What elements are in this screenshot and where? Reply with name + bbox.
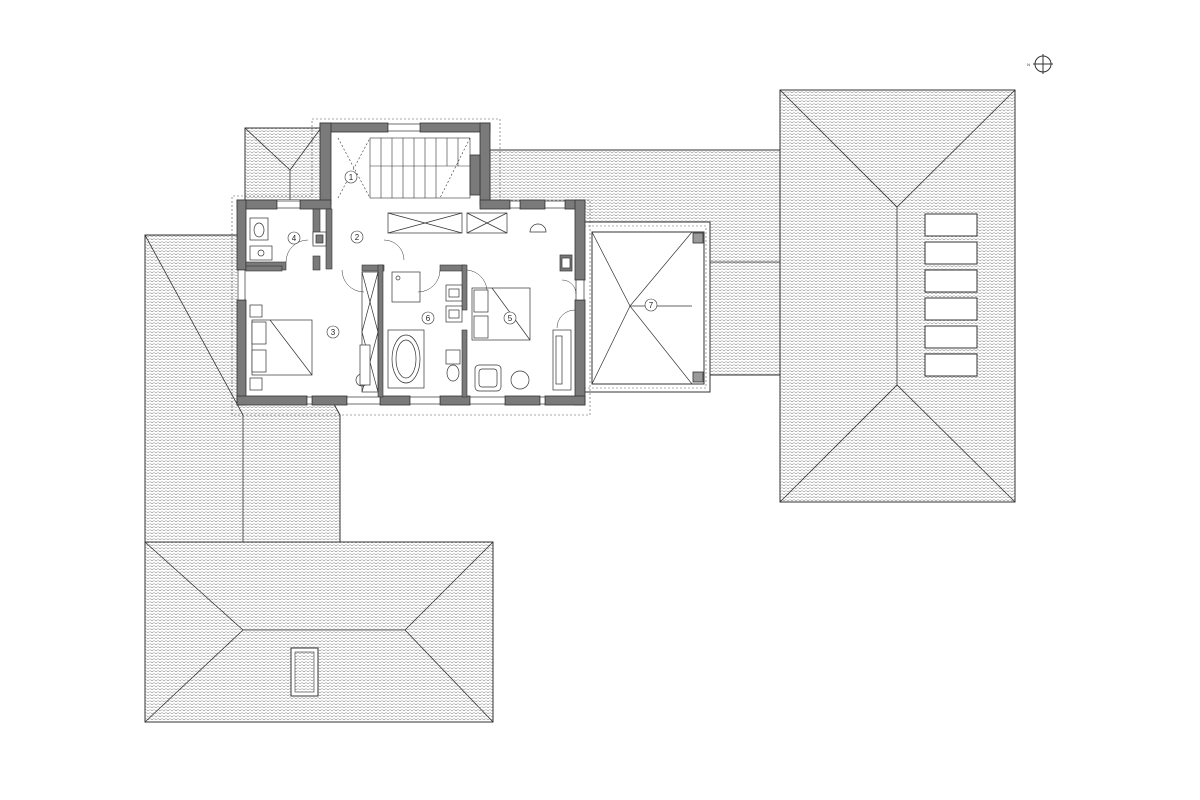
bathroom-6-fixtures (387, 271, 463, 389)
interior-walls (245, 208, 468, 398)
north-arrow: N (1027, 54, 1053, 74)
room-label-1: 1 (344, 170, 358, 184)
roof-terrace (579, 221, 711, 393)
svg-text:5: 5 (508, 314, 513, 323)
bedroom-3-furniture (249, 304, 371, 391)
roof-east-wing (779, 89, 1016, 503)
room-label-4: 4 (287, 231, 301, 245)
north-arrow-label: N (1027, 62, 1030, 67)
roof-skylights (924, 213, 978, 377)
door-swings (341, 239, 577, 329)
room-label-5: 5 (503, 311, 517, 325)
svg-text:1: 1 (349, 173, 354, 182)
windows (237, 123, 585, 405)
roof-southwest-hip (144, 541, 494, 723)
svg-text:2: 2 (355, 233, 360, 242)
bedroom-5-furniture (471, 223, 573, 392)
svg-text:3: 3 (331, 328, 336, 337)
svg-text:7: 7 (649, 301, 654, 310)
room-label-6: 6 (421, 311, 435, 325)
exterior-walls (236, 122, 586, 406)
svg-text:4: 4 (292, 234, 297, 243)
staircase (337, 137, 471, 199)
building-footprint-dashed (231, 118, 591, 416)
room-label-3: 3 (326, 325, 340, 339)
room-label-2: 2 (350, 230, 364, 244)
bathroom-4-fixtures (249, 217, 327, 263)
svg-text:6: 6 (426, 314, 431, 323)
room-labels: 1 2 3 4 5 6 7 (287, 170, 658, 339)
room-label-7: 7 (644, 298, 658, 312)
roof-northwest-hip (244, 127, 322, 201)
